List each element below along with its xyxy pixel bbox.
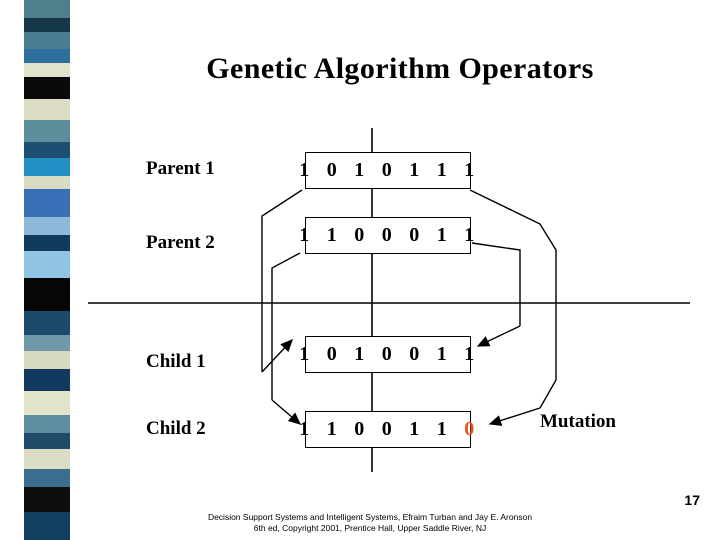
stripe-band-19: [24, 369, 70, 391]
chromosome-child-1: 1 0 1 0 0 1 1: [299, 336, 474, 373]
stripe-band-9: [24, 158, 70, 176]
stripe-band-3: [24, 49, 70, 63]
stripe-band-8: [24, 142, 70, 158]
chromosome-bits: 1 1 0 0 1 1: [299, 418, 465, 440]
stripe-band-1: [24, 18, 70, 32]
footer-line-1: Decision Support Systems and Intelligent…: [207, 512, 533, 522]
stripe-band-0: [24, 0, 70, 18]
stripe-band-13: [24, 235, 70, 251]
mutated-bit: 0: [464, 418, 477, 440]
stripe-band-23: [24, 449, 70, 469]
row-label-child-1: Child 1: [146, 351, 206, 372]
stripe-band-11: [24, 189, 70, 217]
stripe-band-26: [24, 512, 70, 540]
row-label-parent-2: Parent 2: [146, 232, 215, 253]
chromosome-bits: 1 0 1 0 0 1 1: [299, 343, 477, 365]
stripe-band-14: [24, 251, 70, 278]
stripe-band-2: [24, 32, 70, 49]
stripe-band-5: [24, 77, 70, 99]
stripe-band-17: [24, 335, 70, 351]
chromosome-bits: 1 1 0 0 0 1 1: [299, 224, 477, 246]
chromosome-child-2: 1 1 0 0 1 1 0: [299, 411, 474, 448]
row-label-parent-1: Parent 1: [146, 158, 215, 179]
chromosome-parent-2: 1 1 0 0 0 1 1: [299, 217, 474, 254]
footer-line-2: 6th ed, Copyright 2001, Prentice Hall, U…: [253, 523, 487, 533]
stripe-band-22: [24, 433, 70, 449]
stripe-band-4: [24, 63, 70, 77]
stripe-band-16: [24, 311, 70, 335]
stripe-band-12: [24, 217, 70, 235]
mutation-label: Mutation: [540, 411, 616, 432]
decorative-stripe: [24, 0, 70, 540]
footer-citation: Decision Support Systems and Intelligent…: [90, 512, 650, 534]
stripe-band-7: [24, 120, 70, 142]
stripe-band-20: [24, 391, 70, 415]
stripe-band-21: [24, 415, 70, 433]
stripe-band-24: [24, 469, 70, 487]
stripe-band-25: [24, 487, 70, 512]
page-title: Genetic Algorithm Operators: [206, 52, 594, 85]
chromosome-parent-1: 1 0 1 0 1 1 1: [299, 152, 474, 189]
stripe-band-15: [24, 278, 70, 311]
stripe-band-18: [24, 351, 70, 369]
stripe-band-6: [24, 99, 70, 120]
row-label-child-2: Child 2: [146, 418, 206, 439]
page-number: 17: [684, 492, 700, 508]
chromosome-bits: 1 0 1 0 1 1 1: [299, 159, 477, 181]
stripe-band-10: [24, 176, 70, 189]
